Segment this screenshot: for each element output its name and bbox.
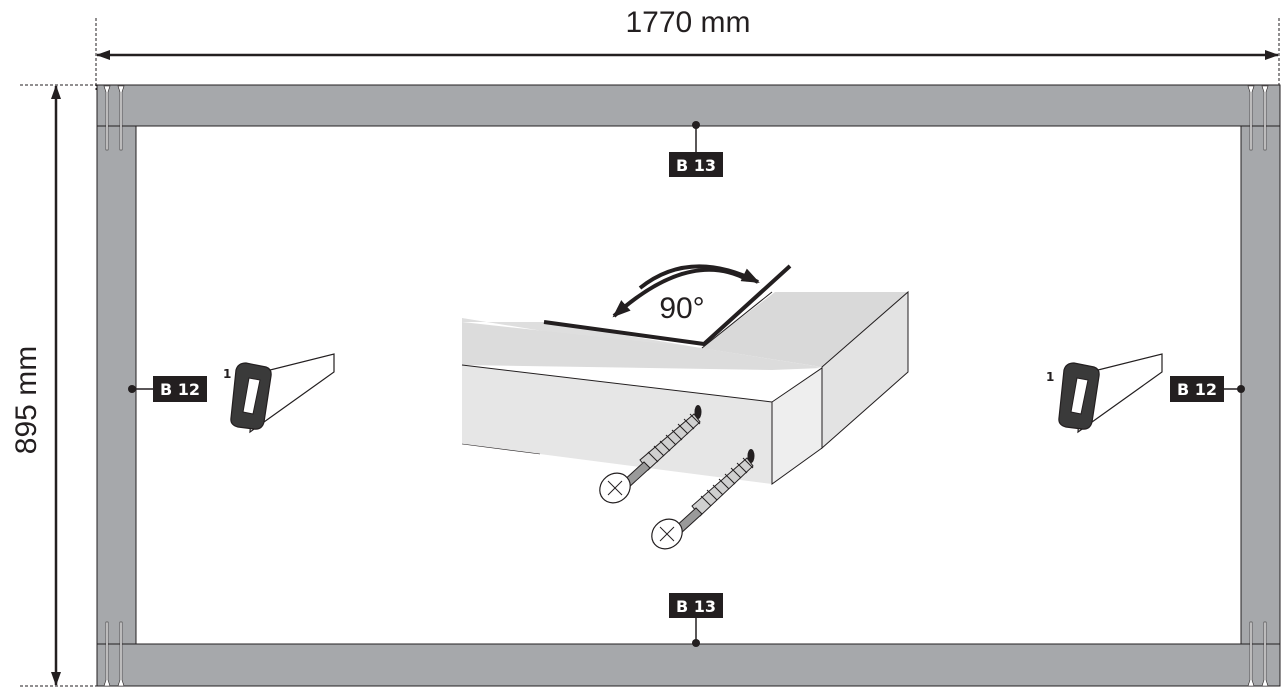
- saw-icon: 1: [1046, 353, 1163, 434]
- board-top: [96, 84, 1281, 127]
- screw-icon: [599, 413, 701, 504]
- label-top-tag: [669, 152, 723, 177]
- label-right-tag: [1170, 376, 1224, 402]
- label-left-text: B 12: [160, 380, 200, 399]
- joint-detail: 90°: [461, 264, 909, 550]
- saw-icon: 1: [223, 353, 335, 434]
- label-bottom-tag: [669, 593, 723, 618]
- label-top: B 13: [669, 121, 723, 177]
- board-left: [96, 125, 137, 645]
- height-label: 895 mm: [10, 346, 43, 454]
- saw-right-step: 1: [1046, 370, 1054, 384]
- frame: [96, 84, 1281, 687]
- label-bottom: B 13: [669, 593, 723, 647]
- corner-screws: [103, 85, 1269, 687]
- screw-icon: [1247, 85, 1269, 151]
- cross-beam-top: [701, 292, 908, 367]
- saw-left-step: 1: [223, 367, 231, 381]
- main-beam-face: [462, 365, 772, 484]
- angle-label: 90°: [659, 292, 704, 325]
- board-right: [1240, 125, 1281, 645]
- screw-icon: [103, 621, 125, 687]
- main-beam-top: [462, 322, 822, 370]
- label-bottom-text: B 13: [676, 597, 716, 616]
- screw-icon: [103, 85, 125, 151]
- label-left: B 12: [128, 376, 207, 402]
- screw-icon: [651, 457, 754, 550]
- label-top-text: B 13: [676, 156, 716, 175]
- width-dimension: 1770 mm: [95, 6, 1280, 90]
- angle-guide: [543, 264, 792, 347]
- board-bottom: [96, 643, 1281, 687]
- label-right-text: B 12: [1177, 380, 1217, 399]
- main-beam-end: [771, 367, 823, 485]
- height-dimension: 895 mm: [10, 84, 100, 687]
- label-left-tag: [153, 376, 207, 402]
- width-label: 1770 mm: [625, 6, 750, 39]
- label-right: B 12: [1170, 376, 1245, 402]
- screw-icon: [1247, 621, 1269, 687]
